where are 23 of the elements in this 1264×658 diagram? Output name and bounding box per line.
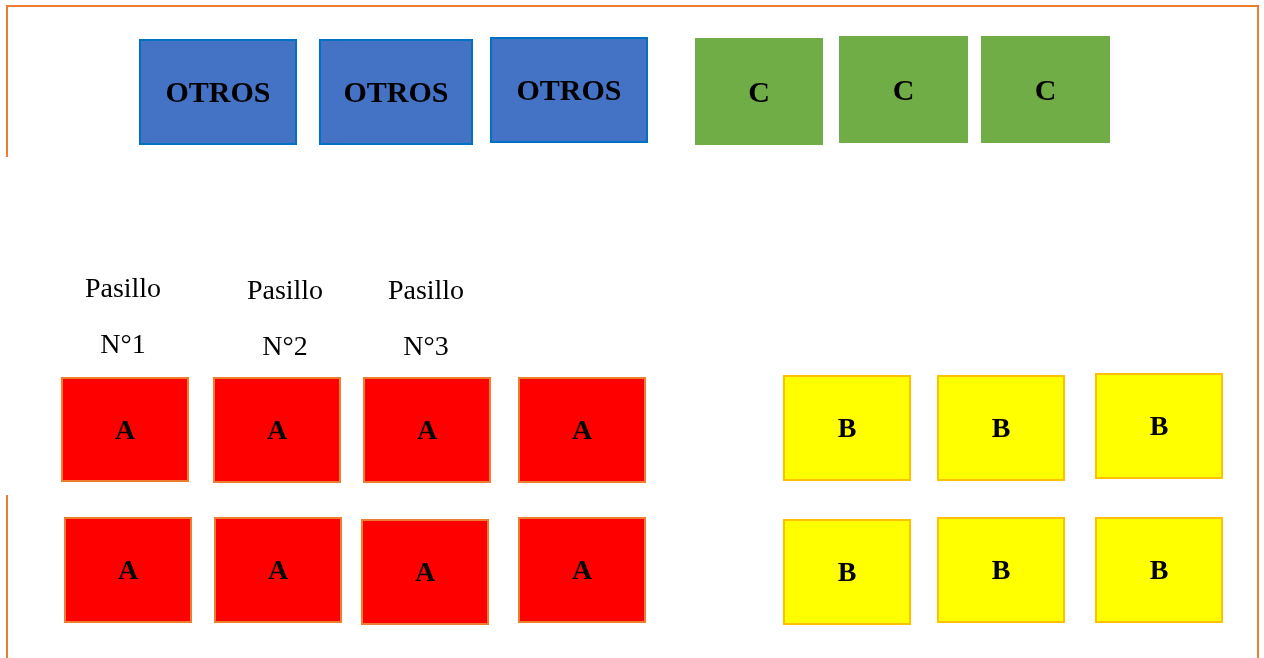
rack-block: A (363, 377, 491, 483)
rack-block: A (64, 517, 192, 623)
rack-block: B (1095, 517, 1223, 623)
storage-zone: OTROS (319, 39, 473, 145)
storage-zone: C (839, 36, 968, 143)
aisle-label: Pasillo N°2 (245, 273, 325, 363)
rack-block: A (214, 517, 342, 623)
rack-block: A (361, 519, 489, 625)
rack-block: A (61, 377, 189, 482)
rack-block: A (518, 377, 646, 483)
rack-block: B (937, 375, 1065, 481)
rack-block: B (937, 517, 1065, 623)
storage-zone: C (981, 36, 1110, 143)
aisle-label: Pasillo N°3 (386, 273, 466, 363)
storage-zone: OTROS (490, 37, 648, 143)
aisle-label: Pasillo N°1 (83, 271, 163, 361)
rack-block: B (783, 375, 911, 481)
rack-block: B (1095, 373, 1223, 479)
rack-block: B (783, 519, 911, 625)
rack-block: A (213, 377, 341, 483)
rack-block: A (518, 517, 646, 623)
storage-zone: C (695, 38, 823, 145)
storage-zone: OTROS (139, 39, 297, 145)
